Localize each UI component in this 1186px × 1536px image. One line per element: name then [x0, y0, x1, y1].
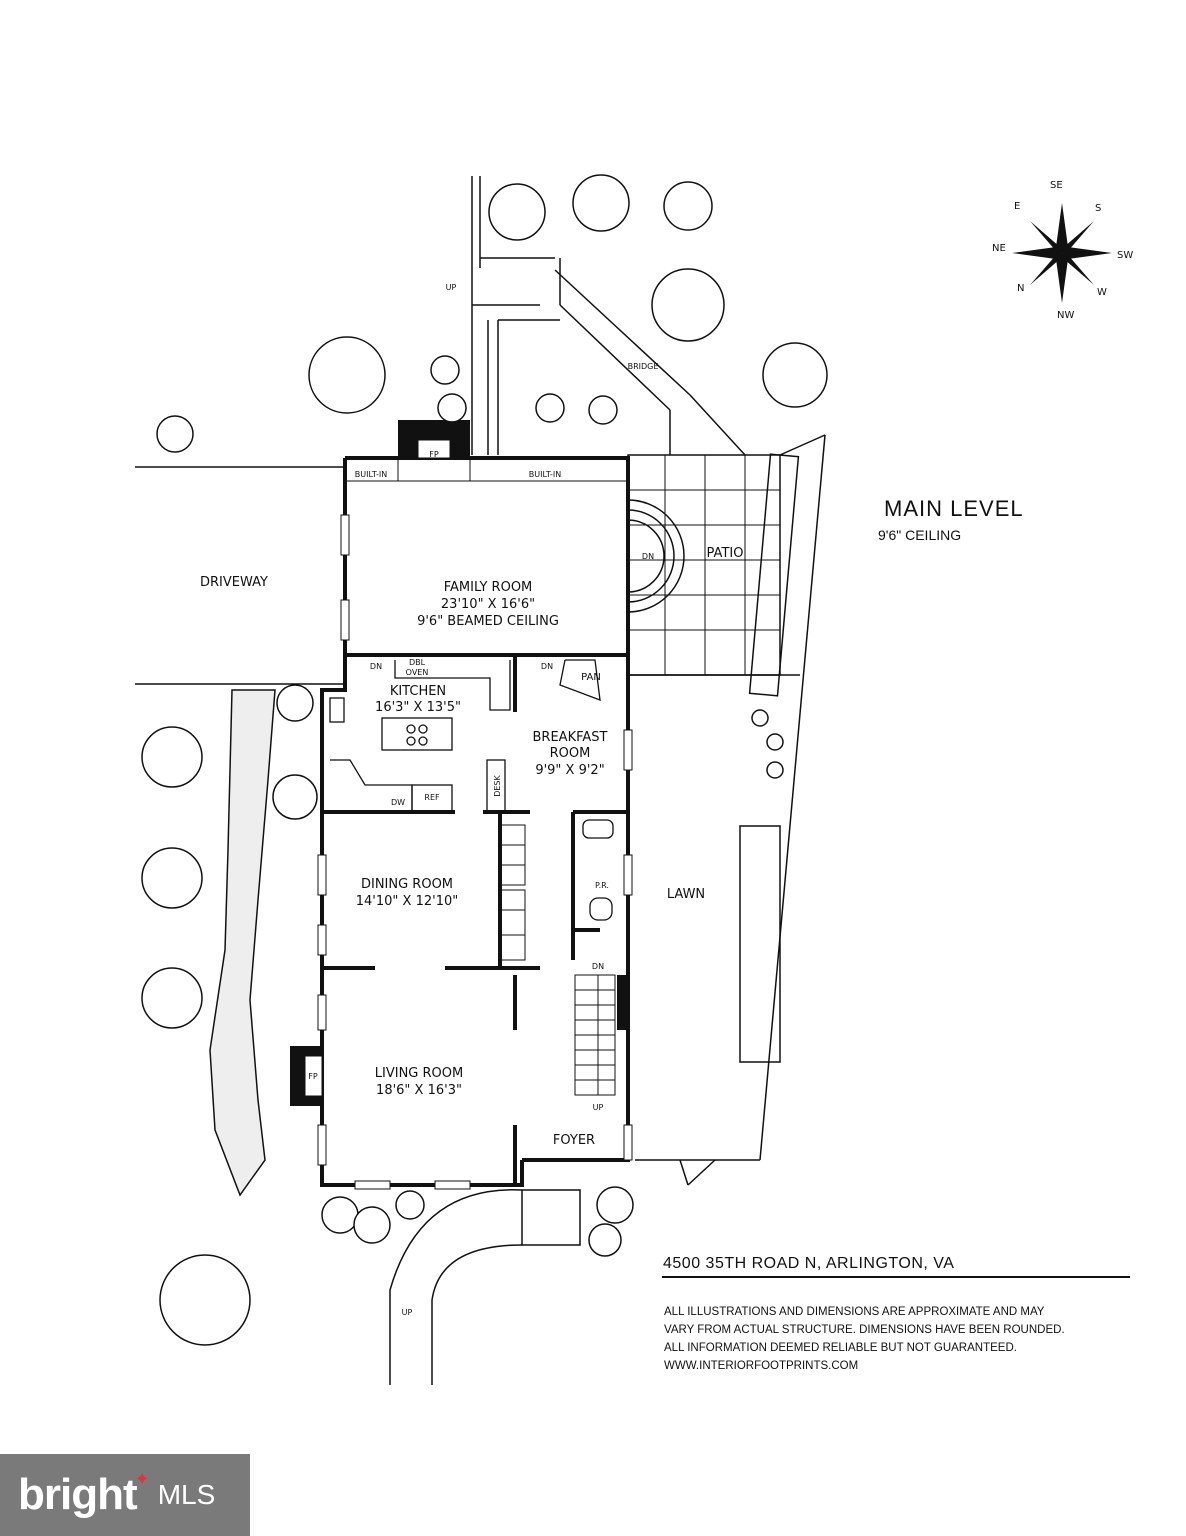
logo-word: bright	[18, 1470, 138, 1519]
family-room-dims: 23'10" X 16'6"	[441, 597, 535, 612]
disclaimer-line: ALL INFORMATION DEEMED RELIABLE BUT NOT …	[664, 1342, 1017, 1354]
breakfast-dims: 9'9" X 9'2"	[535, 763, 604, 778]
dbl-oven-1: DBL	[409, 658, 426, 667]
compass-label-e: E	[1014, 201, 1020, 212]
breakfast-name: BREAKFAST	[533, 730, 608, 745]
bridge-label: BRIDGE	[628, 362, 659, 371]
compass-icon: SE S SW W NW N NE E	[992, 180, 1133, 321]
driveway-name: DRIVEWAY	[200, 575, 268, 590]
lawn-name: LAWN	[667, 887, 705, 902]
builtin-left: BUILT-IN	[355, 470, 387, 479]
compass-label-ne: NE	[992, 243, 1006, 254]
disclaimer-line: ALL ILLUSTRATIONS AND DIMENSIONS ARE APP…	[664, 1306, 1045, 1318]
dw-label: DW	[391, 798, 405, 807]
kitchen-dims: 16'3" X 13'5"	[375, 700, 461, 715]
fp-family: FP	[429, 450, 439, 459]
dining-dims: 14'10" X 12'10"	[356, 894, 458, 909]
dn-breakfast: DN	[541, 662, 553, 671]
foyer-name: FOYER	[553, 1133, 595, 1148]
property-address: 4500 35TH ROAD N, ARLINGTON, VA	[663, 1255, 955, 1272]
patio-name: PATIO	[707, 546, 744, 561]
ref-label: REF	[424, 793, 440, 802]
desk-label: DESK	[493, 774, 502, 796]
dn-stair: DN	[592, 962, 604, 971]
logo-star-icon: ✦	[134, 1468, 150, 1489]
up-rear: UP	[446, 283, 457, 292]
family-room-note: 9'6" BEAMED CEILING	[417, 614, 559, 629]
compass-label-w: W	[1097, 287, 1107, 298]
builtin-right: BUILT-IN	[529, 470, 561, 479]
breakfast-name2: ROOM	[550, 746, 591, 761]
compass-label-nw: NW	[1057, 310, 1074, 321]
ceiling-height: 9'6" CEILING	[878, 527, 962, 543]
up-stair: UP	[593, 1103, 604, 1112]
living-dims: 18'6" X 16'3"	[376, 1083, 462, 1098]
pan-label: PAN	[581, 672, 601, 683]
dining-name: DINING ROOM	[361, 877, 453, 892]
address-rule	[662, 1276, 1130, 1278]
dn-kitchen: DN	[370, 662, 382, 671]
logo-suffix: MLS	[157, 1479, 216, 1510]
up-front: UP	[402, 1308, 413, 1317]
living-name: LIVING ROOM	[375, 1066, 463, 1081]
kitchen-name: KITCHEN	[390, 684, 446, 699]
family-room-name: FAMILY ROOM	[444, 580, 533, 595]
pr-label: P.R.	[595, 881, 609, 890]
dn-patio: DN	[642, 552, 654, 561]
dbl-oven-2: OVEN	[406, 668, 429, 677]
compass-label-sw: SW	[1117, 250, 1133, 261]
disclaimer: ALL ILLUSTRATIONS AND DIMENSIONS ARE APP…	[664, 1303, 1065, 1375]
disclaimer-url: WWW.INTERIORFOOTPRINTS.COM	[664, 1360, 859, 1372]
disclaimer-line: VARY FROM ACTUAL STRUCTURE. DIMENSIONS H…	[664, 1324, 1065, 1336]
compass-label-se: SE	[1050, 180, 1063, 191]
plan-title: MAIN LEVEL	[884, 496, 1024, 521]
compass-label-s: S	[1095, 203, 1101, 214]
bright-mls-logo: bright ✦ MLS	[0, 1454, 250, 1536]
compass-label-n: N	[1017, 283, 1024, 294]
fp-living: FP	[308, 1072, 318, 1081]
